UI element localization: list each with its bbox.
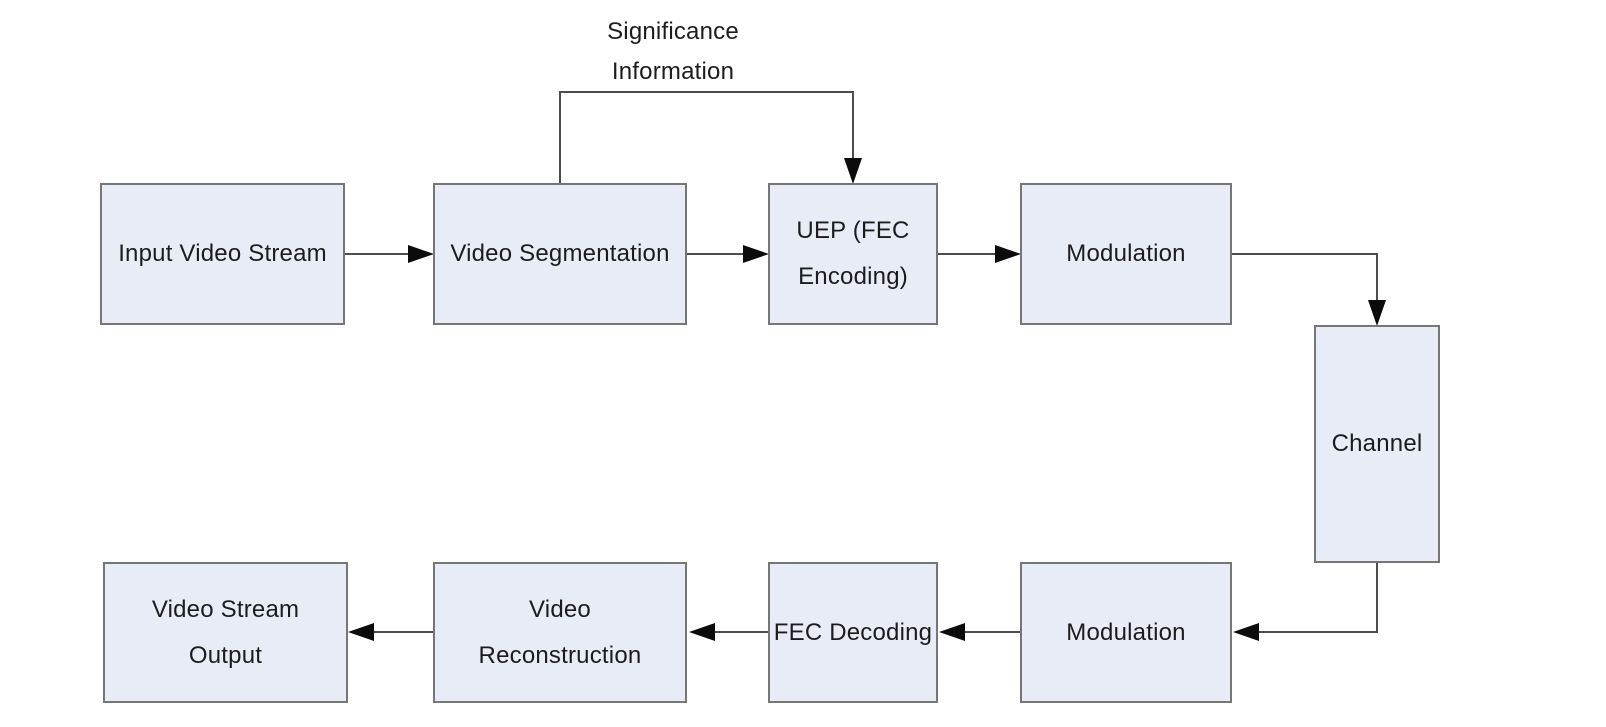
node-modulation-tx: Modulation: [1020, 183, 1232, 325]
arrowhead-left-into-modulation-rx: [1233, 623, 1259, 641]
node-fec-decoding-label: FEC Decoding: [773, 618, 933, 646]
node-video-reconstruction: Video Reconstruction: [433, 562, 687, 703]
node-video-stream-output-label: Video Stream Output: [151, 595, 300, 669]
arrowhead-right-into-segmentation: [408, 245, 434, 263]
arrowhead-right-into-uep: [743, 245, 769, 263]
arrowhead-down-into-uep: [844, 158, 862, 184]
arrowhead-left-into-fec-decoding: [939, 623, 965, 641]
node-video-segmentation-label: Video Segmentation: [450, 240, 670, 267]
node-channel-label: Channel: [1331, 430, 1423, 457]
arrowhead-down-into-channel: [1368, 300, 1386, 326]
significance-information-label: Significance Information: [607, 18, 739, 85]
node-video-stream-output: Video Stream Output: [103, 562, 348, 703]
node-uep-fec-encoding: UEP (FEC Encoding): [768, 183, 938, 325]
significance-information-line: [559, 91, 854, 183]
node-video-reconstruction-label: Video Reconstruction: [478, 595, 642, 669]
node-input-video-stream-label: Input Video Stream: [118, 240, 327, 267]
arrowhead-left-into-output: [348, 623, 374, 641]
edge-modulation-tx-to-channel: [1232, 253, 1378, 303]
edge-channel-to-modulation-rx: [1256, 563, 1378, 633]
node-uep-fec-encoding-label: UEP (FEC Encoding): [796, 217, 910, 290]
node-video-segmentation: Video Segmentation: [433, 183, 687, 325]
node-modulation-rx-label: Modulation: [1066, 618, 1186, 646]
node-modulation-rx: Modulation: [1020, 562, 1232, 703]
node-channel: Channel: [1314, 325, 1440, 563]
node-fec-decoding: FEC Decoding: [768, 562, 938, 703]
arrowhead-right-into-modulation-tx: [995, 245, 1021, 263]
node-input-video-stream: Input Video Stream: [100, 183, 345, 325]
arrowhead-left-into-reconstruction: [689, 623, 715, 641]
node-modulation-tx-label: Modulation: [1066, 240, 1186, 267]
